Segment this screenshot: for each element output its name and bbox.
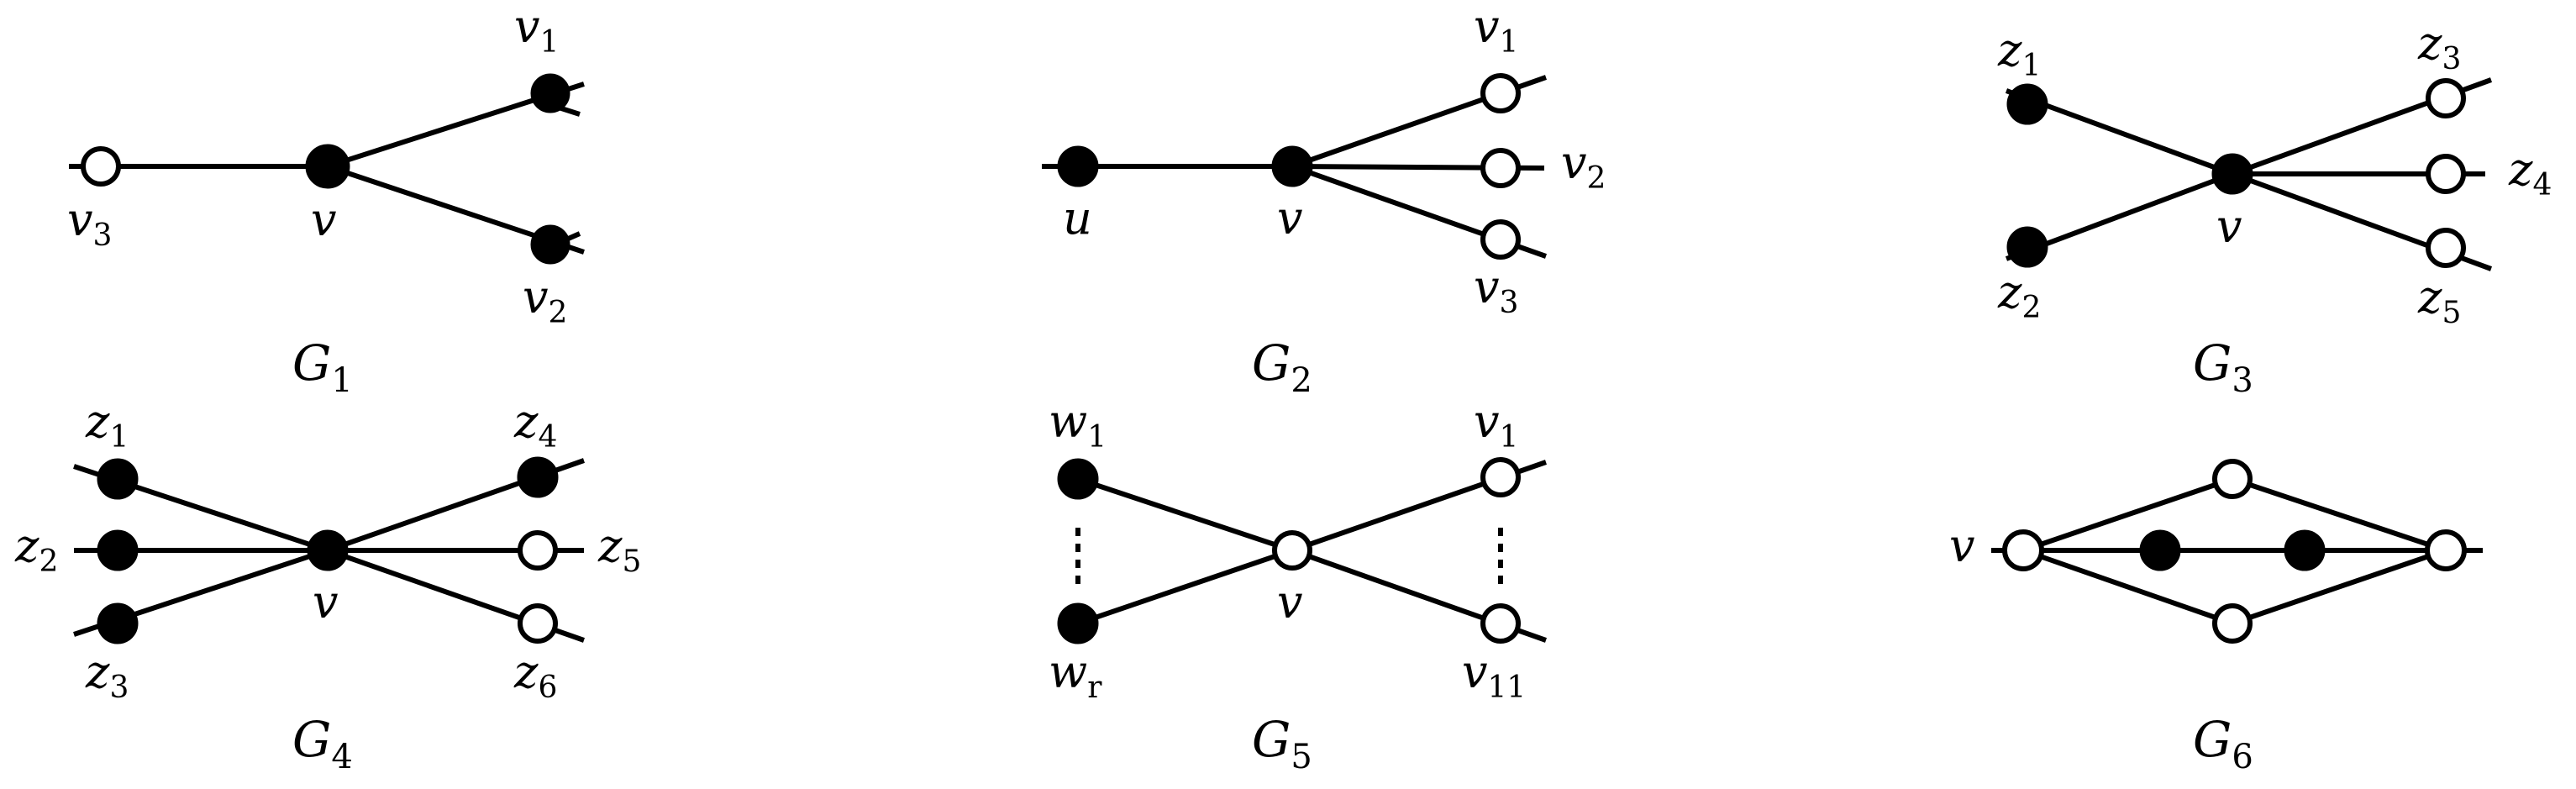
edge	[2022, 548, 2233, 626]
label-z1: z1	[1997, 24, 2041, 83]
edge	[1077, 476, 1293, 553]
graph-title-g4: G4	[292, 711, 353, 776]
graph-g5: w1 wr v v1 v11 G5	[1049, 395, 1548, 776]
node-z2	[2006, 226, 2048, 268]
label-v2: v2	[523, 271, 567, 330]
node-z4	[2426, 154, 2466, 194]
node-z3	[97, 602, 139, 644]
node-v3	[81, 146, 121, 187]
label-v1: v1	[514, 0, 559, 60]
node-right	[2425, 529, 2467, 571]
node-v	[307, 529, 349, 571]
graph-title-g3: G3	[2193, 334, 2253, 400]
node-z1	[97, 458, 139, 500]
node-bottom	[2212, 603, 2253, 644]
node-z5	[2426, 228, 2466, 268]
node-v	[1271, 145, 1313, 187]
node-v	[2211, 153, 2253, 195]
edge	[2232, 548, 2447, 626]
label-z3: z3	[2417, 17, 2461, 76]
node-u	[1057, 145, 1099, 187]
node-v2	[530, 224, 570, 265]
graph-title-g1: G1	[292, 334, 353, 400]
label-z2: z2	[14, 519, 58, 579]
edge	[2022, 476, 2233, 553]
vertical-ellipsis-left	[1075, 528, 1080, 584]
node-middle-left	[2139, 529, 2181, 571]
graph-title-g2: G2	[1252, 334, 1312, 400]
label-v: v	[2216, 200, 2242, 253]
node-v1	[1480, 73, 1521, 113]
label-z3: z3	[85, 645, 129, 705]
node-v11	[1480, 603, 1521, 644]
label-z5: z5	[597, 519, 641, 579]
label-z5: z5	[2417, 271, 2461, 330]
label-wr: wr	[1049, 645, 1102, 705]
label-v: v	[313, 576, 339, 629]
graph-g1: v3 v v1 v2 G1	[67, 0, 585, 400]
label-v3: v3	[1474, 260, 1518, 320]
label-v: v	[311, 193, 337, 246]
node-z3	[2426, 78, 2466, 118]
node-w1	[1057, 458, 1099, 500]
graph-g3: z1 z2 v z3 z4 z5 G3	[1997, 17, 2552, 400]
edge	[2232, 476, 2447, 553]
node-v3	[1480, 219, 1521, 260]
node-z2	[97, 529, 139, 571]
graph-g2: u v v1 v2 v3 G2	[1042, 0, 1606, 400]
node-v	[2002, 529, 2044, 571]
label-z4: z4	[2508, 143, 2552, 203]
graph-g4: z1 z2 z3 v z4 z5 z6 G4	[14, 395, 641, 776]
label-v: v	[1277, 192, 1303, 245]
label-z2: z2	[1997, 266, 2041, 325]
label-v3: v3	[67, 193, 112, 253]
node-z5	[518, 530, 558, 571]
node-wr	[1057, 602, 1099, 644]
node-v1	[1480, 457, 1521, 497]
node-top	[2212, 459, 2253, 499]
graph-title-g5: G5	[1252, 711, 1312, 776]
node-v2	[1480, 148, 1521, 188]
label-u: u	[1063, 192, 1092, 245]
node-z4	[517, 456, 559, 498]
label-z1: z1	[85, 395, 129, 455]
vertical-ellipsis-right	[1498, 528, 1503, 584]
label-z6: z6	[513, 645, 557, 705]
label-v2: v2	[1561, 136, 1606, 196]
label-z4: z4	[513, 395, 557, 455]
graph-title-g6: G6	[2193, 711, 2253, 776]
label-v: v	[1949, 519, 1975, 572]
node-v1	[530, 73, 570, 113]
node-z1	[2006, 83, 2048, 125]
label-w1: w1	[1049, 395, 1107, 455]
label-v1: v1	[1474, 395, 1518, 455]
node-v	[305, 144, 350, 189]
node-z6	[518, 603, 558, 644]
label-v: v	[1277, 576, 1303, 629]
label-v11: v11	[1462, 645, 1526, 705]
node-middle-right	[2284, 529, 2326, 571]
graph-g6: v G6	[1949, 459, 2483, 776]
label-v1: v1	[1474, 0, 1518, 60]
node-v	[1272, 530, 1312, 571]
edge	[1077, 548, 1293, 626]
